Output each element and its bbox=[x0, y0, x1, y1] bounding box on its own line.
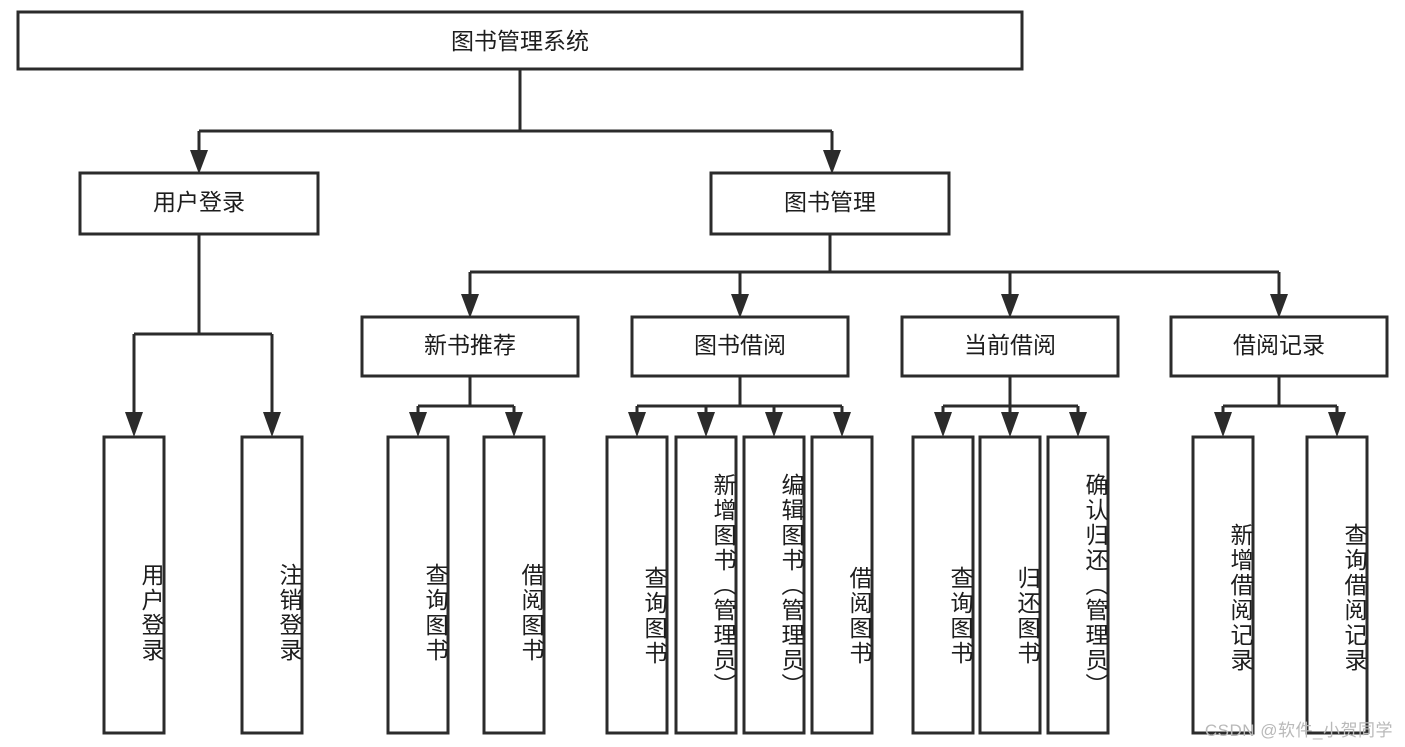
arrow-icon-to-user-login bbox=[190, 150, 208, 174]
connector-book-mgmt-to-level3 bbox=[468, 234, 1281, 296]
arrow-icon-to-book-mgmt bbox=[823, 150, 841, 174]
node-book-mgmt-label: 图书管理 bbox=[784, 189, 876, 215]
connectors-group bbox=[132, 69, 1339, 414]
arrow-icon-to-leaf-u2 bbox=[263, 412, 281, 437]
connector-root-to-level2 bbox=[197, 69, 834, 152]
node-new-book-label: 新书推荐 bbox=[424, 332, 516, 358]
node-book-borrow-label: 图书借阅 bbox=[694, 332, 786, 358]
node-borrow-records-box[interactable] bbox=[1169, 315, 1389, 378]
node-leaf-c3-box[interactable] bbox=[1046, 435, 1110, 735]
node-root-label: 图书管理系统 bbox=[451, 28, 589, 54]
arrow-icon-to-leaf-r1 bbox=[1214, 412, 1232, 437]
nodes-group: 图书管理系统 用户登录 图书管理 新书推荐 图书借阅 当前借阅 借阅记录 bbox=[16, 10, 1389, 735]
node-leaf-r2-box[interactable] bbox=[1305, 435, 1369, 735]
arrow-icon-to-leaf-u1 bbox=[125, 412, 143, 437]
node-current-borrow-label: 当前借阅 bbox=[964, 332, 1056, 358]
node-book-mgmt-box[interactable] bbox=[709, 171, 951, 236]
node-user-login-box[interactable] bbox=[78, 171, 320, 236]
node-leaf-b3-box[interactable] bbox=[742, 435, 806, 735]
node-user-login-label: 用户登录 bbox=[153, 189, 245, 215]
node-leaf-b2-box[interactable] bbox=[674, 435, 738, 735]
node-borrow-records-label: 借阅记录 bbox=[1233, 332, 1325, 358]
node-leaf-b1-box[interactable] bbox=[605, 435, 669, 735]
connector-book-borrow-to-leaves bbox=[635, 376, 844, 414]
node-leaf-b4-box[interactable] bbox=[810, 435, 874, 735]
node-leaf-c2-box[interactable] bbox=[978, 435, 1042, 735]
arrow-icon-to-book-borrow bbox=[731, 294, 749, 318]
node-leaf-c1-box[interactable] bbox=[911, 435, 975, 735]
arrow-icon-to-new-book bbox=[461, 294, 479, 318]
connector-borrow-records-to-leaves bbox=[1221, 376, 1339, 414]
node-current-borrow-box[interactable] bbox=[900, 315, 1120, 378]
node-leaf-n1-box[interactable] bbox=[386, 435, 450, 735]
node-root-box[interactable] bbox=[16, 10, 1024, 71]
connector-user-login-to-leaves bbox=[132, 234, 274, 414]
node-new-book-box[interactable] bbox=[360, 315, 580, 378]
arrow-icon-to-leaf-b1 bbox=[628, 412, 646, 437]
arrow-icon-to-leaf-b2 bbox=[697, 412, 715, 437]
node-leaf-n2-box[interactable] bbox=[482, 435, 546, 735]
arrow-icon-to-leaf-c3 bbox=[1069, 412, 1087, 437]
connector-current-borrow-to-leaves bbox=[941, 376, 1080, 414]
node-leaf-u2-box[interactable] bbox=[240, 435, 304, 735]
arrow-icon-to-leaf-n2 bbox=[505, 412, 523, 437]
csdn-watermark: CSDN @软件_小贺同学 bbox=[1204, 721, 1393, 740]
arrowheads-group bbox=[125, 150, 1346, 437]
node-leaf-u1-box[interactable] bbox=[102, 435, 166, 735]
arrow-icon-to-leaf-b3 bbox=[765, 412, 783, 437]
arrow-icon-to-leaf-b4 bbox=[833, 412, 851, 437]
arrow-icon-to-leaf-c1 bbox=[934, 412, 952, 437]
node-book-borrow-box[interactable] bbox=[630, 315, 850, 378]
arrow-icon-to-leaf-n1 bbox=[409, 412, 427, 437]
arrow-icon-to-borrow-records bbox=[1270, 294, 1288, 318]
arrow-icon-to-current-borrow bbox=[1001, 294, 1019, 318]
connector-new-book-to-leaves bbox=[416, 376, 516, 414]
node-leaf-r1-box[interactable] bbox=[1191, 435, 1255, 735]
arrow-icon-to-leaf-r2 bbox=[1328, 412, 1346, 437]
arrow-icon-to-leaf-c2 bbox=[1001, 412, 1019, 437]
